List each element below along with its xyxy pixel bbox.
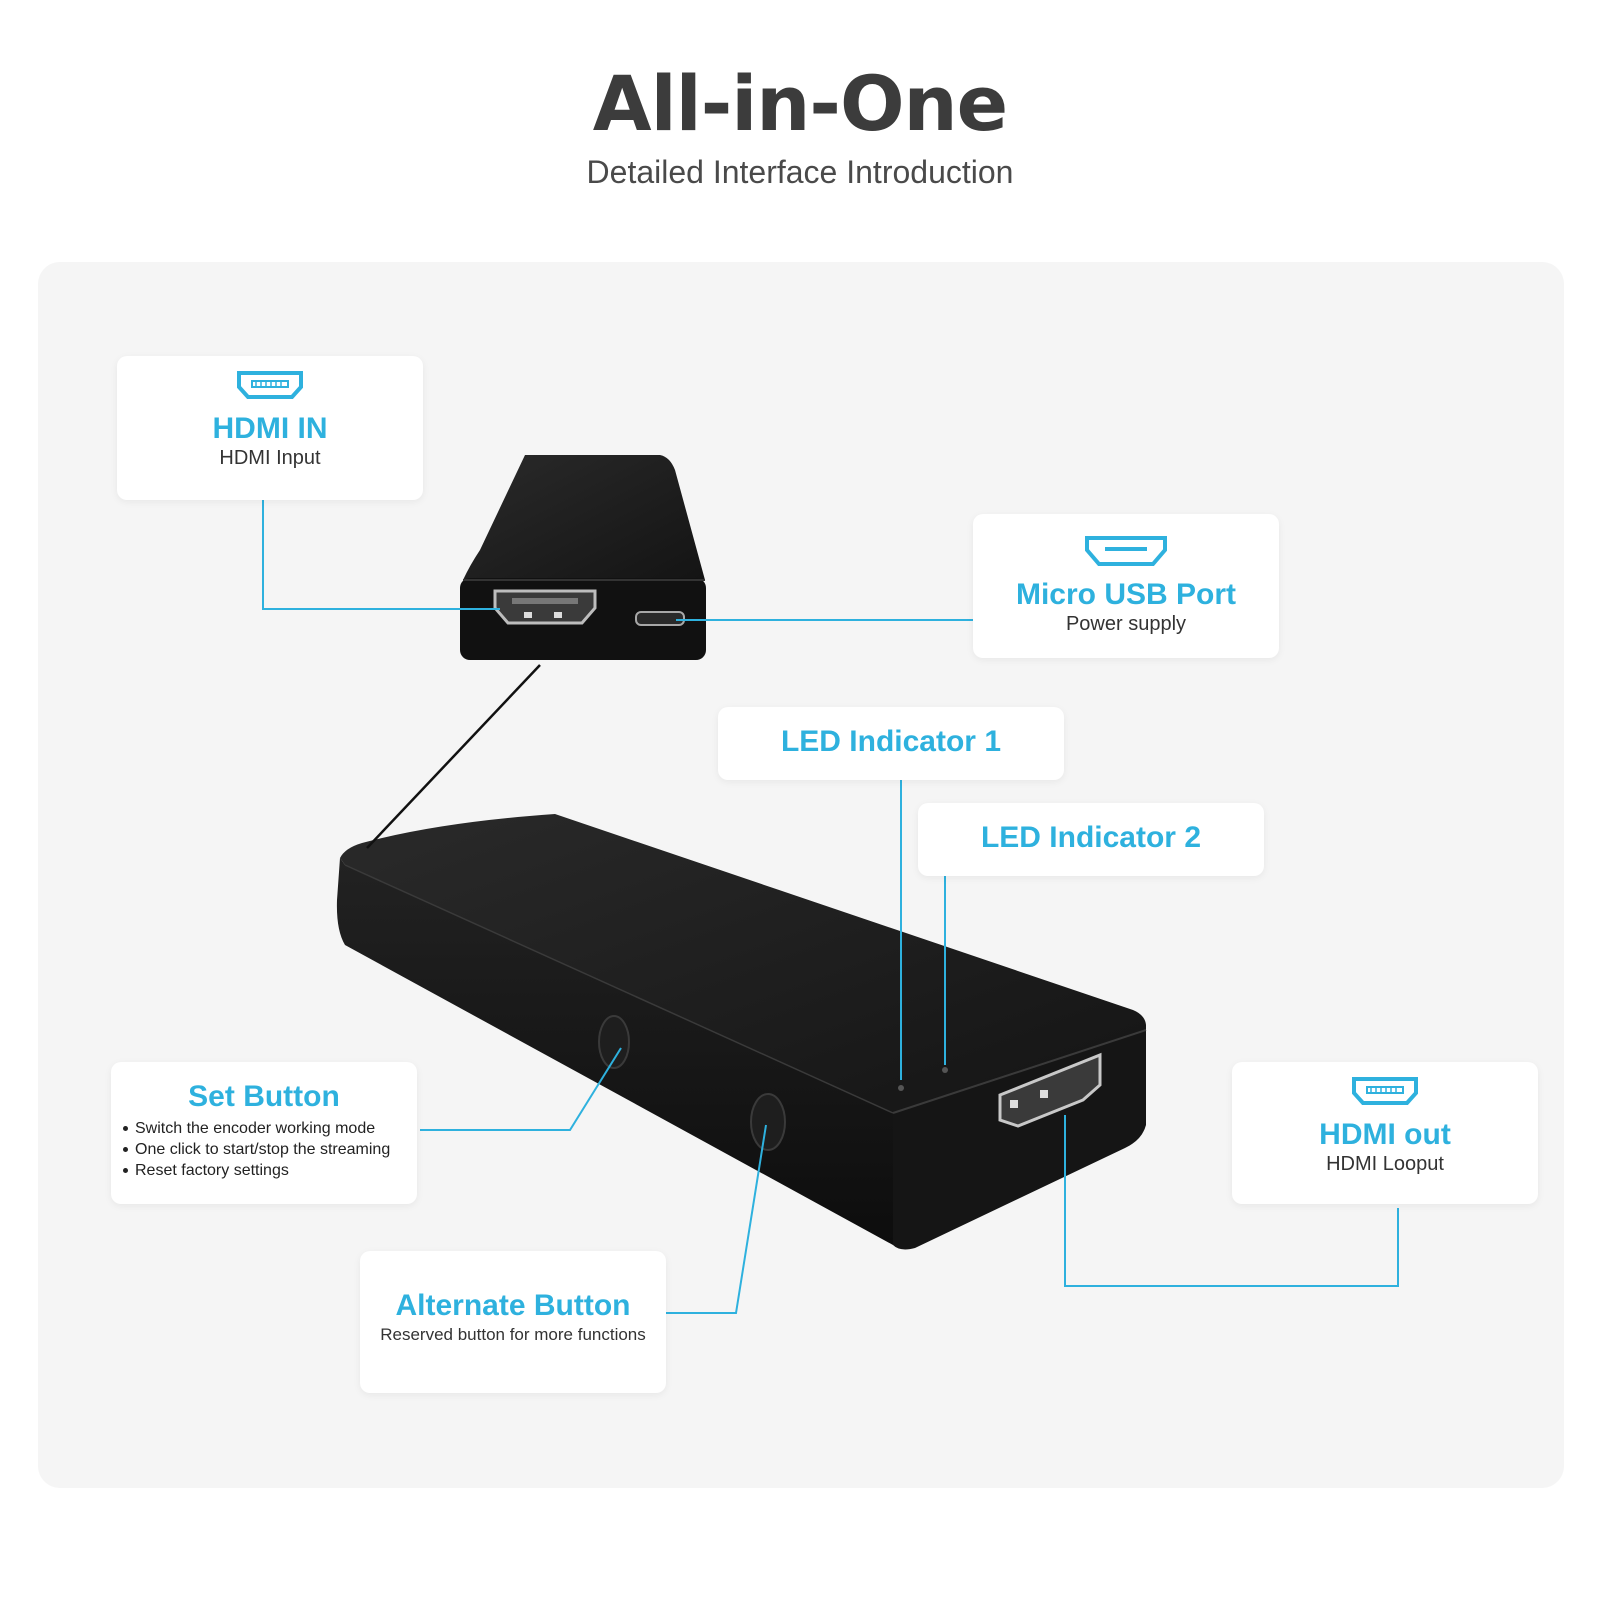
page-subtitle: Detailed Interface Introduction [586, 154, 1014, 190]
led-indicator-1-title: LED Indicator 1 [780, 725, 1002, 758]
hdmi-in-subtitle: HDMI Input [219, 447, 321, 469]
hdmi-out-port [998, 1052, 1102, 1128]
leader-hdmi-in [262, 500, 500, 610]
hdmi-out-callout: HDMI out HDMI Looput [1232, 1062, 1538, 1204]
set-button-functions: Switch the encoder working mode One clic… [111, 1118, 417, 1181]
set-button-knob [598, 1015, 630, 1069]
device-angled-view [336, 814, 1147, 1250]
led-indicator-1-callout: LED Indicator 1 [718, 707, 1064, 780]
view-link-line [366, 664, 541, 849]
alternate-button-title: Alternate Button [395, 1289, 631, 1322]
alternate-button-callout: Alternate Button Reserved button for mor… [360, 1251, 666, 1393]
list-item: Switch the encoder working mode [123, 1118, 417, 1139]
list-item: Reset factory settings [123, 1160, 417, 1181]
led-indicator-2-hole [942, 1067, 948, 1073]
alternate-button-knob [750, 1093, 786, 1151]
device-end-view [460, 455, 706, 660]
micro-usb-callout: Micro USB Port Power supply [973, 514, 1279, 658]
micro-usb-port [635, 611, 685, 626]
header: All-in-One Detailed Interface Introducti… [0, 56, 1600, 192]
hdmi-out-title: HDMI out [1319, 1118, 1451, 1151]
alternate-button-subtitle: Reserved button for more functions [380, 1325, 646, 1344]
set-button-title: Set Button [188, 1080, 340, 1113]
leader-hdmi-out [1064, 1115, 1399, 1287]
hdmi-port-icon [237, 371, 303, 399]
hdmi-in-callout: HDMI IN HDMI Input [117, 356, 423, 500]
micro-usb-port-icon [1085, 536, 1167, 566]
hdmi-in-port [493, 589, 597, 625]
hdmi-in-title: HDMI IN [212, 412, 328, 445]
led-indicator-2-callout: LED Indicator 2 [918, 803, 1264, 876]
micro-usb-title: Micro USB Port [1015, 578, 1237, 611]
hdmi-port-icon [1352, 1077, 1418, 1105]
set-button-callout: Set Button Switch the encoder working mo… [111, 1062, 417, 1204]
leader-alternate-button [666, 1124, 767, 1314]
hdmi-out-subtitle: HDMI Looput [1326, 1153, 1444, 1175]
micro-usb-subtitle: Power supply [1065, 613, 1187, 635]
list-item: One click to start/stop the streaming [123, 1139, 417, 1160]
page-title: All-in-One [592, 59, 1008, 148]
leader-lines [262, 500, 1399, 1314]
led-indicator-1-hole [898, 1085, 904, 1091]
leader-set-button [420, 1047, 622, 1131]
led-indicator-2-title: LED Indicator 2 [980, 821, 1202, 854]
